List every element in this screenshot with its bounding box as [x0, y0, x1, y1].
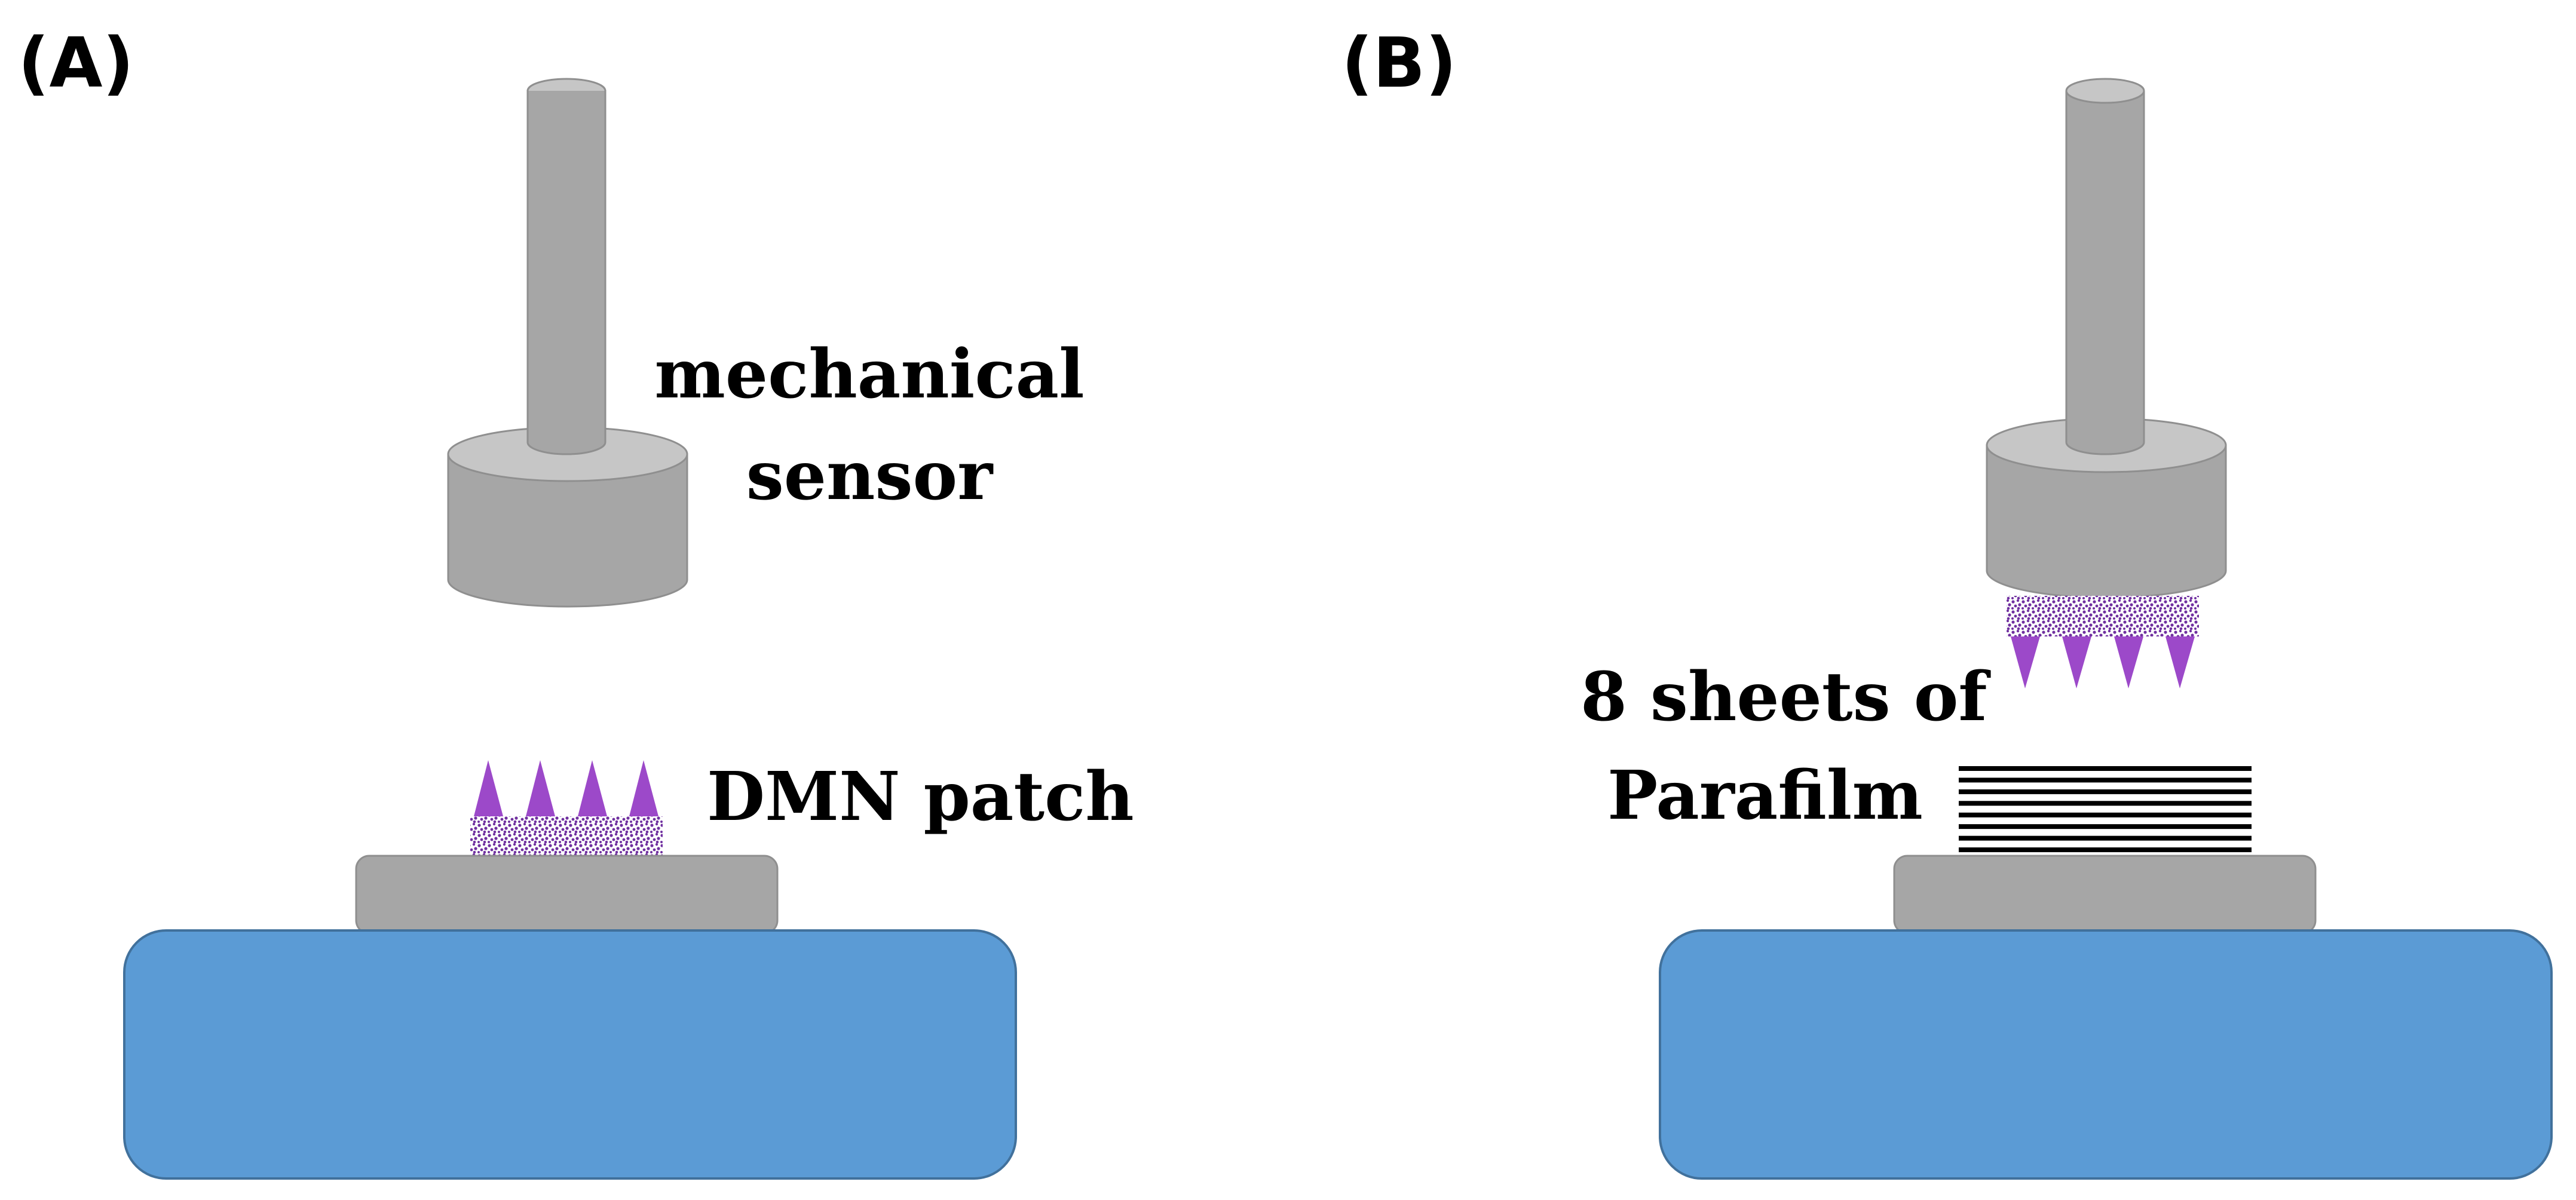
parafilm-label-line1: 8 sheets of	[1580, 658, 1991, 736]
dmn-patch-label: DMN patch	[707, 758, 1134, 836]
microneedle-b-1	[2011, 636, 2040, 688]
panel-a-label: (A)	[18, 23, 134, 103]
microneedle-b-3	[2114, 636, 2143, 688]
platform-b	[1893, 855, 2317, 935]
base-block-b	[1659, 929, 2553, 1180]
patch-backing-b	[2007, 596, 2199, 636]
microneedle-a-3	[578, 760, 607, 816]
parafilm-stack	[1959, 766, 2252, 852]
parafilm-label-line2: Parafilm	[1607, 757, 1923, 835]
dmn-patch-a	[470, 760, 663, 857]
panel-b-label: (B)	[1341, 23, 1457, 103]
sensor-shaft-b	[2066, 91, 2144, 442]
microneedle-a-4	[629, 760, 658, 816]
panel-b: (B) 8 sheets of Parafilm	[1341, 23, 2553, 1180]
microneedle-b-2	[2062, 636, 2091, 688]
microneedle-a-1	[474, 760, 503, 816]
sensor-shaft-top-b	[2065, 78, 2145, 104]
patch-backing-a	[470, 816, 663, 857]
sensor-label-line1: mechanical	[654, 335, 1084, 414]
base-block-a	[123, 929, 1017, 1180]
mechanical-sensor-b	[1986, 78, 2227, 599]
microneedle-a-2	[526, 760, 555, 816]
mechanical-sensor-a	[447, 78, 688, 608]
sensor-head-a	[447, 453, 688, 608]
panel-a: (A) mechanical sensor DMN patch	[18, 23, 1134, 1180]
dmn-patch-b	[2007, 596, 2199, 688]
sensor-shaft-front-a	[528, 91, 605, 442]
sensor-label-line2: sensor	[746, 437, 994, 515]
platform-a	[355, 855, 779, 935]
microneedle-b-4	[2165, 636, 2195, 688]
